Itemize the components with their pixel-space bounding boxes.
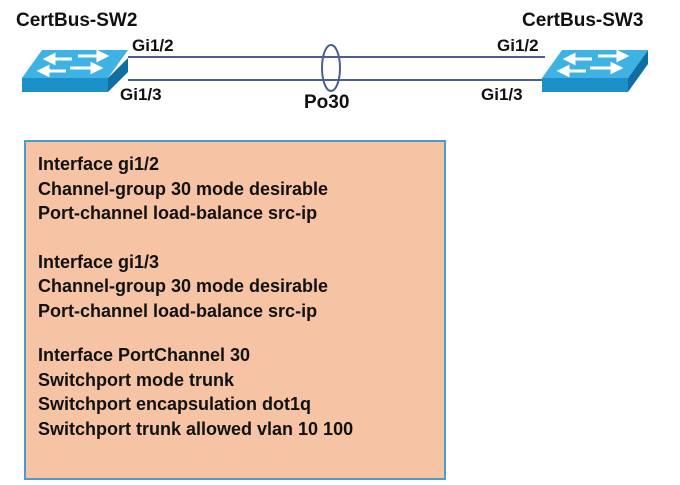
switch-icon-right bbox=[542, 49, 648, 92]
port-channel-bundle-icon bbox=[321, 44, 341, 92]
config-block-gi1-2: Interface gi1/2 Channel-group 30 mode de… bbox=[38, 152, 434, 226]
config-line: Switchport trunk allowed vlan 10 100 bbox=[38, 418, 354, 439]
config-line: Channel-group 30 mode desirable bbox=[38, 276, 329, 296]
config-line: Switchport mode trunk bbox=[38, 369, 235, 390]
config-box: Interface gi1/2 Channel-group 30 mode de… bbox=[24, 140, 446, 480]
topology-diagram bbox=[22, 44, 648, 92]
switch-icon-left bbox=[22, 49, 128, 92]
config-line: Channel-group 30 mode desirable bbox=[38, 178, 329, 199]
config-line: Interface gi1/2 bbox=[38, 154, 160, 174]
left-port-top-label: Gi1/2 bbox=[132, 36, 174, 55]
config-line: Interface PortChannel 30 bbox=[38, 345, 251, 365]
right-port-bottom-label: Gi1/3 bbox=[481, 85, 523, 104]
right-switch-name: CertBus-SW3 bbox=[522, 10, 644, 31]
port-channel-label: Po30 bbox=[304, 92, 350, 113]
right-port-top-label: Gi1/2 bbox=[497, 36, 539, 55]
config-block-portchannel: Interface PortChannel 30 Switchport mode… bbox=[38, 343, 434, 441]
config-line: Port-channel load-balance src-ip bbox=[38, 300, 318, 321]
config-block-gi1-3: Interface gi1/3 Channel-group 30 mode de… bbox=[38, 250, 434, 324]
config-line: Switchport encapsulation dot1q bbox=[38, 394, 312, 414]
config-line: Interface gi1/3 bbox=[38, 251, 160, 272]
config-line: Port-channel load-balance src-ip bbox=[38, 203, 318, 223]
left-port-bottom-label: Gi1/3 bbox=[120, 85, 162, 104]
left-switch-name: CertBus-SW2 bbox=[16, 10, 138, 31]
